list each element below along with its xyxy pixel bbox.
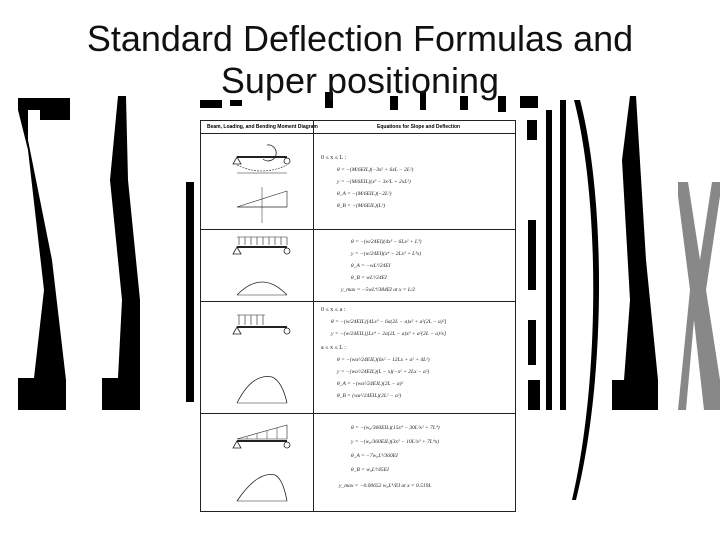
glyph-stroke [325, 92, 333, 108]
glyph-stroke [420, 92, 426, 110]
glyph-stroke [612, 96, 658, 410]
deflection-table: Beam, Loading, and Bending Moment Diagra… [200, 120, 516, 512]
equation: y = −(w₀/360EIL)(3x⁵ − 10L²x³ + 7L⁴x) [351, 439, 440, 445]
equation: θ_B = (wa²/24EIL)(2L² − a²) [337, 393, 402, 399]
range-label: 0 ≤ x ≤ a : [321, 307, 346, 313]
beam-diagram-moment [232, 144, 291, 223]
equation: y = −(M/6EIL)(x³ − 3x²L + 2xL²) [337, 179, 411, 185]
equation: θ_A = −wL³/24EI [351, 263, 391, 269]
header-left: Beam, Loading, and Bending Moment Diagra… [207, 124, 318, 130]
glyph-stroke [186, 182, 194, 402]
equation: θ = −(w₀/360EIL)(15x⁴ − 30L²x² + 7L⁴) [351, 425, 440, 431]
glyph-stroke [528, 380, 540, 410]
row-divider [201, 229, 515, 230]
slide-title: Standard Deflection Formulas and Super p… [0, 18, 720, 102]
column-divider [313, 121, 314, 511]
equation: θ_B = wL³/24EI [351, 275, 387, 281]
equation: θ = −(wa²/24EIL)(6x² − 12Lx + a² + 4L²) [337, 357, 430, 363]
glyph-stroke [546, 110, 552, 410]
equation: θ = −(w/24EI)(4x³ − 6Lx² + L³) [351, 239, 422, 245]
glyph-stroke [18, 98, 70, 410]
beam-diagram-partial [232, 314, 291, 404]
equation: θ_B = −(M/6EIL)(L²) [337, 203, 386, 209]
glyph-stroke [520, 96, 538, 108]
beam-diagram-uniform [232, 236, 291, 296]
glyph-stroke [527, 120, 537, 140]
glyph-stroke [528, 220, 536, 290]
equation: y = −(wa²/24EIL)(L − x)(−x² + 2Lx − a²) [337, 369, 430, 375]
glyph-stroke [560, 100, 566, 410]
equation: θ_B = w₀L³/45EI [351, 467, 389, 473]
glyph-stroke [390, 96, 398, 110]
glyph-stroke [230, 100, 242, 106]
equation: θ_A = −7w₀L³/360EI [351, 453, 398, 459]
beam-diagram-triangular [232, 424, 291, 502]
range-label: 0 ≤ x ≤ L : [321, 155, 347, 161]
range-label: a ≤ x ≤ L : [321, 345, 346, 351]
glyph-stroke [528, 320, 536, 365]
equation: θ_A = −(wa²/24EIL)(2L − a)² [337, 381, 404, 387]
equation: y = −(w/24EIL)[Lx⁴ − 2a(2L − a)x³ + a²(2… [331, 331, 447, 337]
equation: θ = −(w/24EIL)[4Lx³ − 6a(2L − a)x² + a²(… [331, 319, 447, 325]
glyph-stroke [102, 96, 140, 410]
equation: θ = −(M/6EIL)(−3x² + 6xL − 2L²) [337, 167, 414, 173]
equation: y_max = −5wL⁴/384EI at x = L/2 [341, 287, 416, 293]
equation: y = −(w/24EI)(x⁴ − 2Lx³ + L³x) [351, 251, 422, 257]
glyph-stroke [460, 96, 468, 110]
equation: y_max = −0.00652 w₀L⁴/EI at x = 0.519L [339, 483, 432, 489]
glyph-stroke [678, 182, 720, 410]
glyph-stroke [200, 100, 222, 108]
header-right: Equations for Slope and Deflection [377, 124, 461, 130]
equation: θ_A = −(M/6EIL)(−2L²) [337, 191, 392, 197]
glyph-stroke [498, 96, 506, 112]
table-header: Beam, Loading, and Bending Moment Diagra… [201, 121, 515, 134]
title-line-1: Standard Deflection Formulas and [86, 18, 634, 59]
title-line-2: Super positioning [220, 60, 500, 101]
glyph-stroke [572, 100, 600, 500]
row-divider [201, 413, 515, 414]
row-divider [201, 301, 515, 302]
